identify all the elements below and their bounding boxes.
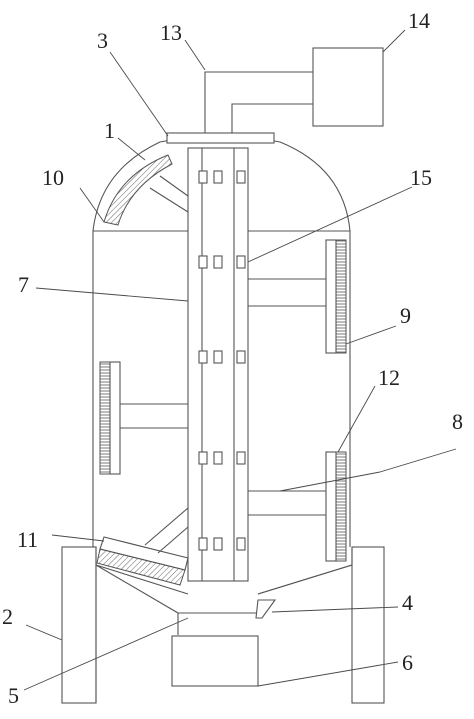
label-12: 12 [378,365,400,390]
label-3: 3 [97,28,108,53]
scraper-left-middle [99,361,188,475]
top-cover-plate [166,132,275,144]
motor-box [312,47,384,127]
scraper-right-lower [248,451,347,562]
central-shaft [187,147,249,582]
label-1: 1 [104,118,115,143]
shaft-lugs [198,170,246,551]
label-11: 11 [17,527,38,552]
label-7: 7 [18,272,29,297]
label-15: 15 [410,165,432,190]
label-6: 6 [402,650,413,675]
reference-numerals: 1 2 3 4 5 6 7 8 9 10 11 12 13 14 15 [2,8,463,708]
label-9: 9 [400,303,411,328]
label-10: 10 [42,165,64,190]
support-frame [61,546,385,704]
label-13: 13 [160,20,182,45]
leader-lines [23,29,457,691]
feed-pipe [204,71,313,133]
label-5: 5 [8,683,19,708]
label-14: 14 [408,8,430,33]
drive-box [171,635,259,687]
label-2: 2 [2,604,13,629]
discharge-chute [255,599,277,619]
label-8: 8 [452,409,463,434]
curved-top-scraper [103,154,189,226]
scraper-right-upper [248,239,347,354]
bottom-angled-scraper [96,507,189,586]
bottom-funnel [95,564,353,635]
label-4: 4 [402,590,413,615]
